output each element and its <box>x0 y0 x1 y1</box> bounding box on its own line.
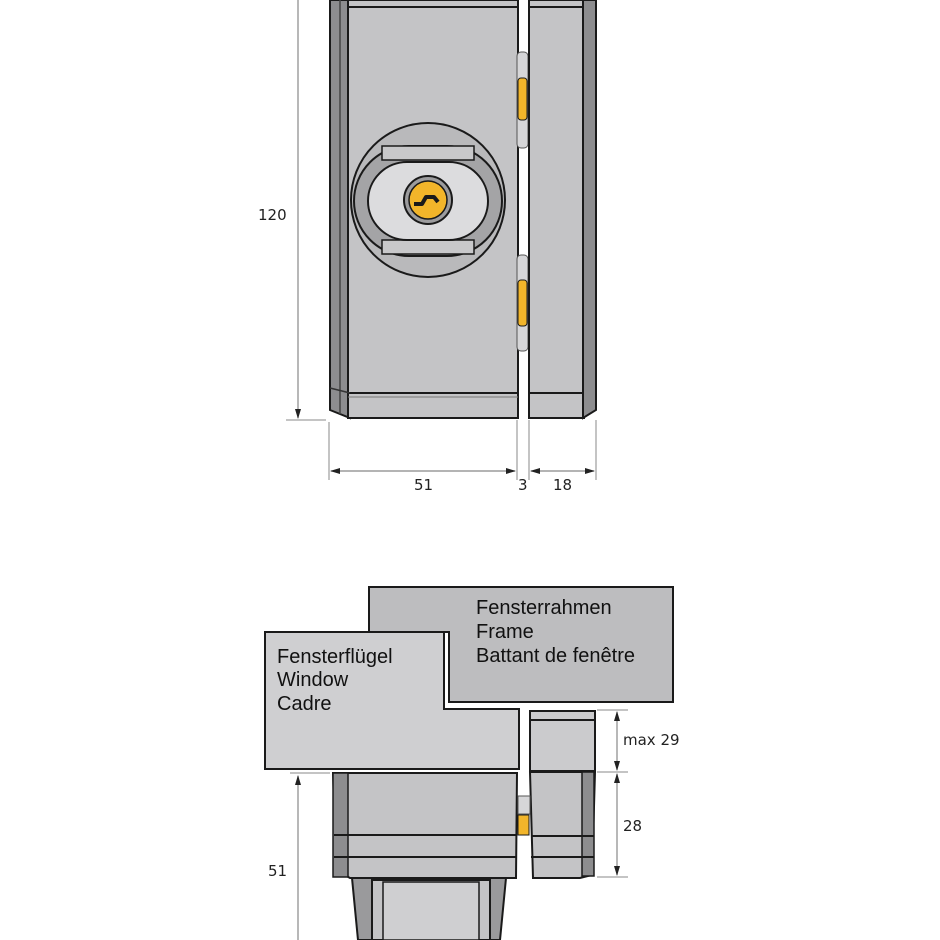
front-dimensions: 120 51 3 18 <box>258 0 597 494</box>
dim-body-depth: 51 <box>268 862 287 880</box>
strike-plate <box>528 0 597 420</box>
dim-height: 120 <box>258 206 287 224</box>
side-dimensions: max 29 28 51 <box>268 709 680 940</box>
key-cylinder <box>350 122 506 278</box>
sash-label-fr: Cadre <box>277 693 331 715</box>
dim-strike-depth: 28 <box>623 817 642 835</box>
dim-strike-width: 18 <box>553 476 572 494</box>
front-view: 120 51 3 18 <box>258 0 597 494</box>
locking-bolts <box>516 51 529 352</box>
strike-side <box>528 710 597 879</box>
sash-label-en: Window <box>277 669 349 691</box>
sash-block: Fensterflügel Window Cadre <box>264 631 520 770</box>
frame-label-en: Frame <box>476 621 534 643</box>
dim-gap: 3 <box>518 476 528 494</box>
side-view: Fensterrahmen Frame Battant de fenêtre F… <box>264 586 680 940</box>
sash-label-de: Fensterflügel <box>277 646 393 668</box>
dim-body-width: 51 <box>414 476 433 494</box>
frame-block: Fensterrahmen Frame Battant de fenêtre <box>368 586 674 703</box>
frame-label-de: Fensterrahmen <box>476 597 612 619</box>
frame-label-fr: Battant de fenêtre <box>476 645 635 667</box>
lock-body-side <box>331 772 531 940</box>
dim-max-offset: max 29 <box>623 731 680 749</box>
